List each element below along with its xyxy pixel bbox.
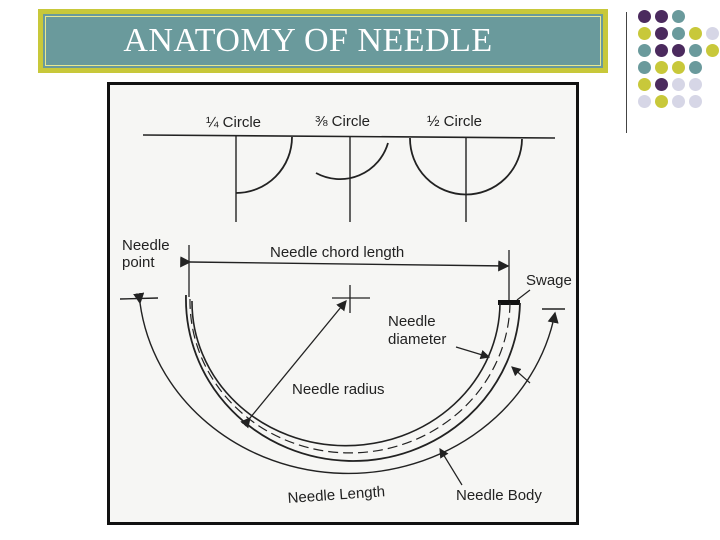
- dot: [638, 44, 651, 57]
- three-eighths-circle-arc: [315, 142, 389, 180]
- circle-label-half: ½ Circle: [427, 113, 482, 130]
- dot: [672, 27, 685, 40]
- dot: [655, 44, 668, 57]
- dot: [655, 61, 668, 74]
- needle-length-arc: [133, 292, 559, 475]
- swage-block: [498, 300, 520, 305]
- swage-label: Swage: [526, 272, 572, 289]
- slide-title: ANATOMY OF NEEDLE: [123, 22, 493, 59]
- dot: [689, 44, 702, 57]
- dot: [655, 78, 668, 91]
- title-inner-border: [45, 16, 601, 66]
- dot: [672, 95, 685, 108]
- circle-label-quarter: ¼ Circle: [206, 114, 261, 131]
- chord-length-arrow: [180, 256, 510, 272]
- needle-body-pointer: [439, 447, 463, 486]
- dot: [672, 61, 685, 74]
- needle-diameter-label-line2: diameter: [388, 331, 446, 348]
- dot: [638, 95, 651, 108]
- chord-length-label: Needle chord length: [270, 244, 404, 261]
- needle-point-label-line1: Needle: [122, 237, 170, 254]
- dot: [672, 10, 685, 23]
- dot: [638, 61, 651, 74]
- dot: [689, 61, 702, 74]
- baseline: [142, 134, 556, 139]
- dot: [706, 27, 719, 40]
- needle-outer-edge: [185, 294, 521, 462]
- dot: [672, 78, 685, 91]
- dot: [689, 78, 702, 91]
- needle-length-label: Needle Length: [287, 483, 386, 507]
- dot: [638, 10, 651, 23]
- swage-pointer: [516, 289, 531, 301]
- needle-inner-edge: [191, 300, 501, 447]
- needle-radius-arrow: [240, 299, 347, 429]
- needle-radius-label: Needle radius: [292, 381, 385, 398]
- needle-diameter-label-line1: Needle: [388, 313, 436, 330]
- needle-body-label: Needle Body: [456, 487, 542, 504]
- circle-label-three-eighths: ⅜ Circle: [315, 113, 370, 130]
- needle-anatomy-figure: ¼ Circle ⅜ Circle ½ Circle Needle chord …: [107, 82, 579, 525]
- quarter-circle-arc: [235, 136, 293, 194]
- needle-point-label-line2: point: [122, 254, 155, 271]
- dot: [655, 10, 668, 23]
- dot: [689, 95, 702, 108]
- needle-diagram: ¼ Circle ⅜ Circle ½ Circle Needle chord …: [119, 113, 572, 507]
- divider-line: [626, 12, 627, 133]
- needle-center-line: [189, 298, 511, 454]
- slide-title-box: ANATOMY OF NEEDLE: [38, 9, 608, 73]
- needle-diameter-pointer: [455, 346, 491, 360]
- dot: [655, 27, 668, 40]
- dot: [638, 78, 651, 91]
- dot: [638, 27, 651, 40]
- half-circle-arc: [409, 137, 523, 196]
- dot: [689, 27, 702, 40]
- dot: [672, 44, 685, 57]
- length-left-tick: [119, 297, 159, 300]
- dot: [655, 95, 668, 108]
- dot: [706, 44, 719, 57]
